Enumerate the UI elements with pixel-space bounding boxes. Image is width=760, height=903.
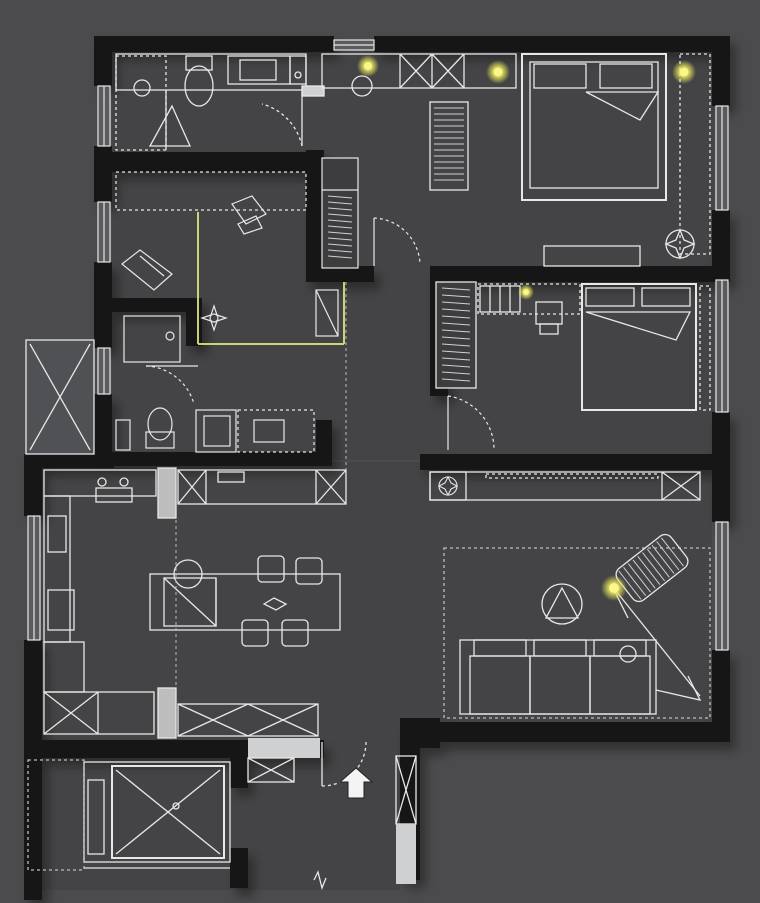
hatch-line — [327, 255, 353, 259]
hatch-line — [651, 544, 675, 574]
ceiling-light-icon — [672, 60, 696, 84]
hatch-line — [327, 219, 353, 223]
hatch-line — [441, 308, 471, 312]
hatch-line — [441, 329, 471, 333]
hatch-line — [327, 207, 353, 211]
hatch-line — [441, 357, 471, 361]
study-light-strip — [197, 212, 345, 345]
hatch-line — [441, 371, 471, 375]
kitchen — [43, 467, 347, 739]
wardrobe-hangers — [441, 287, 471, 382]
hatch-line — [637, 555, 661, 585]
living-room — [443, 533, 711, 719]
dining-area — [149, 555, 341, 647]
hatch-line — [441, 378, 471, 382]
windows — [27, 39, 729, 651]
hatch-line — [441, 322, 471, 326]
hatch-line — [646, 548, 670, 578]
wardrobe-study — [321, 157, 359, 269]
bathroom-top — [115, 53, 325, 151]
up-arrow-icon — [338, 767, 374, 799]
ceiling-light-icon — [601, 575, 627, 601]
hatch-line — [632, 559, 656, 589]
hatch-line — [441, 315, 471, 319]
hatch-line — [441, 343, 471, 347]
bench-slats — [434, 107, 464, 181]
hatch-line — [656, 541, 680, 571]
hatch-line — [441, 301, 471, 305]
hatch-line — [327, 231, 353, 235]
bathroom-middle — [115, 315, 315, 453]
hatch-line — [327, 213, 353, 217]
bedroom-master — [321, 53, 711, 267]
hatch-line — [618, 570, 642, 600]
hatch-line — [441, 364, 471, 368]
ceiling-light-icon — [357, 55, 379, 77]
hatch-line — [441, 336, 471, 340]
hatch-line — [327, 195, 353, 199]
dashed-guides — [175, 282, 347, 688]
wardrobe-hangers — [327, 195, 353, 259]
hatch-line — [327, 237, 353, 241]
hatch-line — [327, 243, 353, 247]
hatch-line — [327, 249, 353, 253]
bedroom-second — [429, 281, 711, 501]
hatch-line — [627, 563, 651, 593]
hatch-line — [327, 201, 353, 205]
plant-icon — [437, 475, 459, 497]
ceiling-light-icon — [486, 60, 510, 84]
hatch-line — [623, 567, 647, 597]
ceiling-lights — [357, 55, 696, 601]
entrance-area — [247, 738, 417, 891]
plant-icon — [200, 304, 228, 332]
bathroom-bottom — [27, 759, 231, 871]
hatch-line — [661, 537, 684, 567]
balcony — [25, 339, 95, 455]
hatch-line — [441, 287, 471, 291]
study-room — [115, 171, 339, 337]
hatch-line — [441, 294, 471, 298]
ceiling-light-icon — [518, 284, 534, 300]
hatch-line — [327, 225, 353, 229]
hatch-line — [642, 552, 666, 582]
lounge-chair-slats — [618, 537, 684, 600]
corridor-doors — [373, 217, 495, 450]
hatch-line — [441, 350, 471, 354]
plant-icon — [664, 228, 696, 260]
